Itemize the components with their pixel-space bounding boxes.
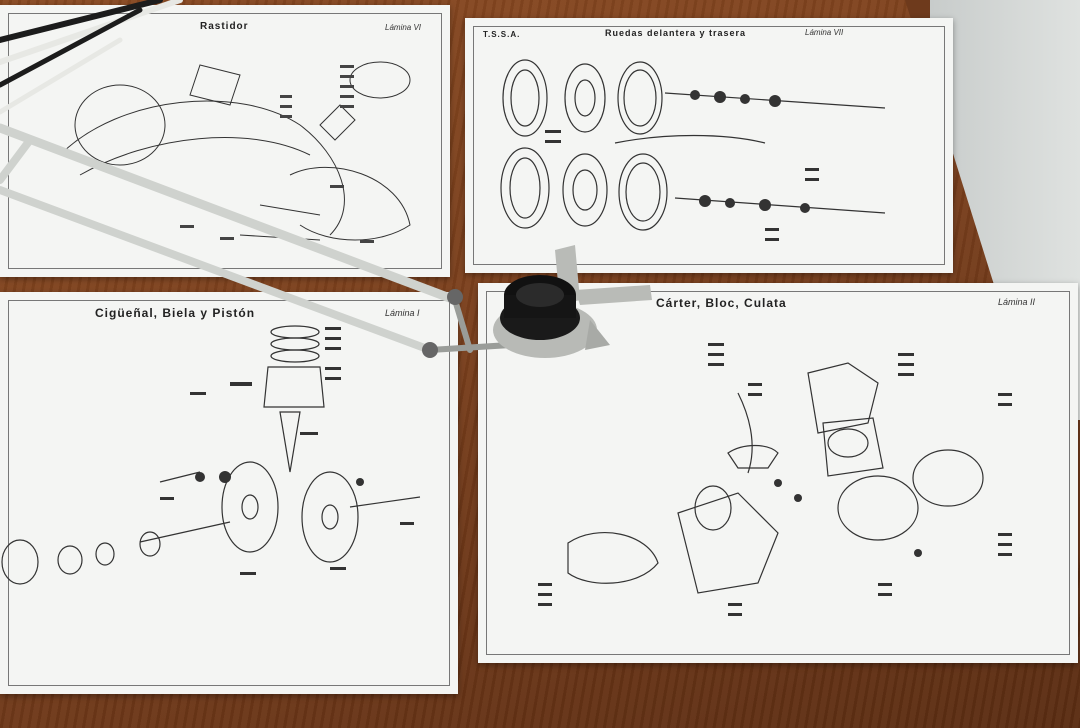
crankshaft-exploded-drawing xyxy=(1,325,421,585)
sheet-tag: Lámina VI xyxy=(385,23,422,32)
sheet-frame xyxy=(8,13,442,269)
sheet-frame xyxy=(473,26,945,265)
sheet-tag: Lámina I xyxy=(385,308,420,318)
sheet-tag: Lámina VII xyxy=(805,28,844,37)
frame-exploded-drawing xyxy=(59,61,411,243)
sheet-title: Cigüeñal, Biela y Pistón xyxy=(95,306,256,320)
sheet-ruedas: T.S.S.A. Ruedas delantera y trasera Lámi… xyxy=(465,18,953,273)
sheet-brand: T.S.S.A. xyxy=(483,30,521,39)
sheet-ciguenal: Cigüeñal, Biela y Pistón Lámina I xyxy=(0,292,458,694)
sheet-rastidor: Rastidor Lámina VI xyxy=(0,5,450,277)
sheet-frame xyxy=(8,300,450,686)
wheels-exploded-drawing xyxy=(500,59,886,241)
sheet-title: Cárter, Bloc, Culata xyxy=(656,296,787,310)
sheet-title: Ruedas delantera y trasera xyxy=(605,28,747,38)
protractor-head xyxy=(493,245,652,358)
engine-exploded-drawing xyxy=(538,343,1012,616)
sheet-frame xyxy=(486,291,1070,655)
sheet-tag: Lámina II xyxy=(998,297,1036,307)
sheet-title: Rastidor xyxy=(200,21,249,32)
